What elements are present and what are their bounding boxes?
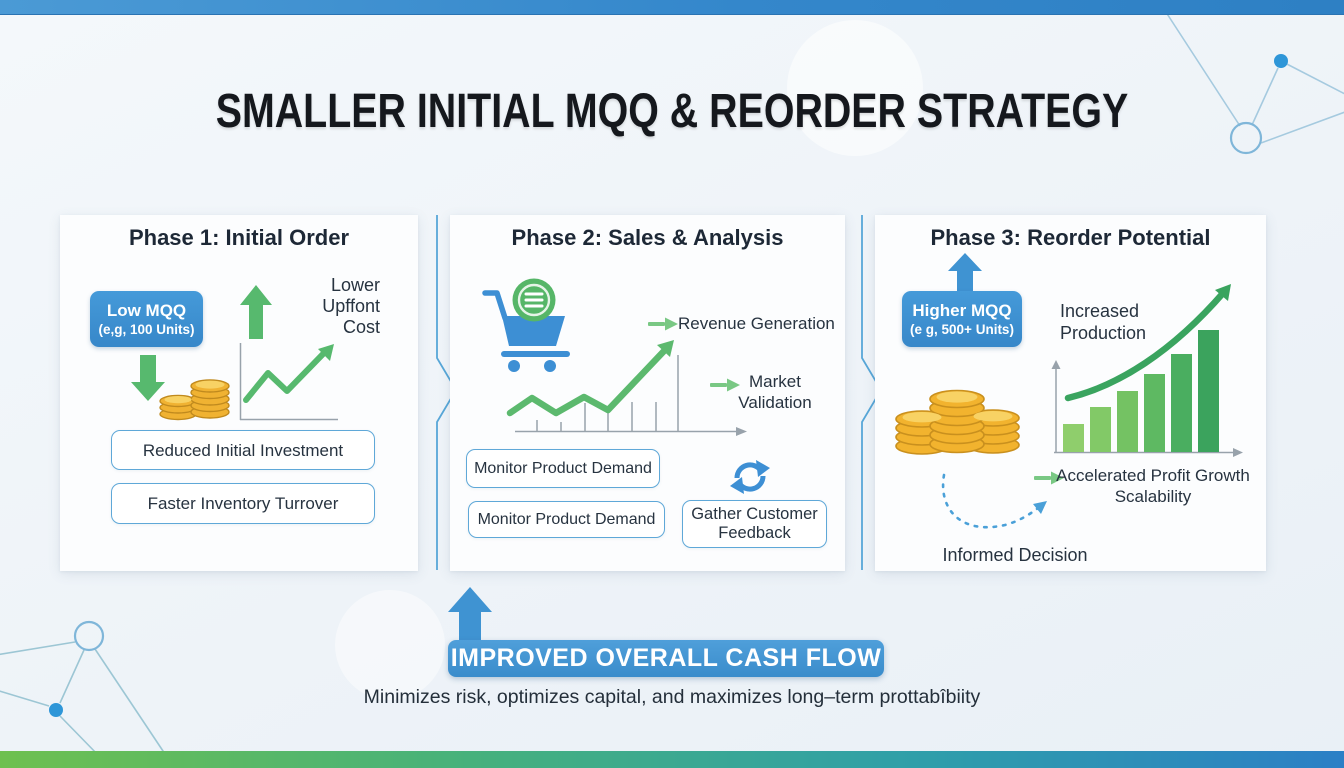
phase3-panel: Phase 3: Reorder Potential Higher MQQ (e…: [875, 215, 1266, 571]
lower-upfront-label: Lower Upffont Cost: [322, 275, 380, 337]
market-validation-label: Market Validation: [738, 372, 812, 412]
bar-growth-chart-icon: [1051, 284, 1243, 457]
informed-decision-label: Informed Decision: [942, 545, 1088, 565]
arrow-right-icon: [648, 317, 678, 331]
sales-trend-chart-icon: [506, 340, 747, 436]
monitor-demand-box: Monitor Product Demand: [468, 501, 665, 538]
benefit-box: Reduced Initial Investment: [111, 430, 375, 470]
profit-growth-label: Accelerated Profit Growth Scalability: [1056, 466, 1250, 506]
phase3-title: Phase 3: Reorder Potential: [930, 225, 1211, 250]
coins-icon: [159, 379, 230, 421]
node-dot-icon: [1274, 54, 1288, 68]
node-circle-icon: [73, 620, 105, 652]
phase2-title: Phase 2: Sales & Analysis: [511, 225, 784, 250]
low-mqq-box: Low MQQ (e,g, 100 Units): [90, 291, 203, 347]
higher-mqq-box: Higher MQQ (e g, 500+ Units): [902, 291, 1022, 347]
increased-production-label: Increased Production: [1060, 301, 1147, 343]
bottom-accent-bar: [0, 751, 1344, 768]
gather-feedback-box: Gather Customer Feedback: [682, 500, 827, 548]
top-accent-bar: [0, 0, 1344, 15]
phase1-panel: Phase 1: Initial Order Low MQQ (e,g, 100…: [60, 215, 418, 571]
arrow-right-icon: [710, 378, 740, 392]
footer-caption: Minimizes risk, optimizes capital, and m…: [363, 686, 981, 708]
cash-flow-banner: IMPROVED OVERALL CASH FLOW: [448, 640, 884, 677]
higher-mqq-line1: Higher MQQ: [912, 300, 1012, 320]
up-arrow-icon: [948, 253, 982, 291]
low-mqq-line1: Low MQQ: [106, 300, 187, 320]
higher-mqq-line2: (e g, 500+ Units): [910, 321, 1014, 337]
arrow-right-icon: [1034, 471, 1064, 485]
coin-stacks-icon: [895, 389, 1020, 455]
page-title: SMALLER INITIAL MQQ & REORDER STRATEGY: [215, 85, 1129, 138]
node-circle-icon: [1229, 121, 1263, 155]
phase2-panel: Phase 2: Sales & Analysis Reven: [450, 215, 845, 571]
up-arrow-icon: [240, 285, 272, 339]
shopping-cart-icon: [482, 278, 570, 372]
growth-line-chart-icon: [239, 343, 338, 421]
revenue-generation-label: Revenue Generation: [678, 314, 835, 333]
monitor-demand-box: Monitor Product Demand: [466, 449, 660, 488]
low-mqq-line2: (e,g, 100 Units): [98, 321, 195, 337]
up-arrow-icon: [448, 587, 492, 642]
phase1-title: Phase 1: Initial Order: [128, 225, 350, 250]
down-arrow-icon: [131, 355, 165, 401]
dotted-curve-arrow-icon: [941, 473, 1047, 529]
refresh-icon: [730, 460, 770, 494]
benefit-box: Faster Inventory Turrover: [111, 483, 375, 524]
